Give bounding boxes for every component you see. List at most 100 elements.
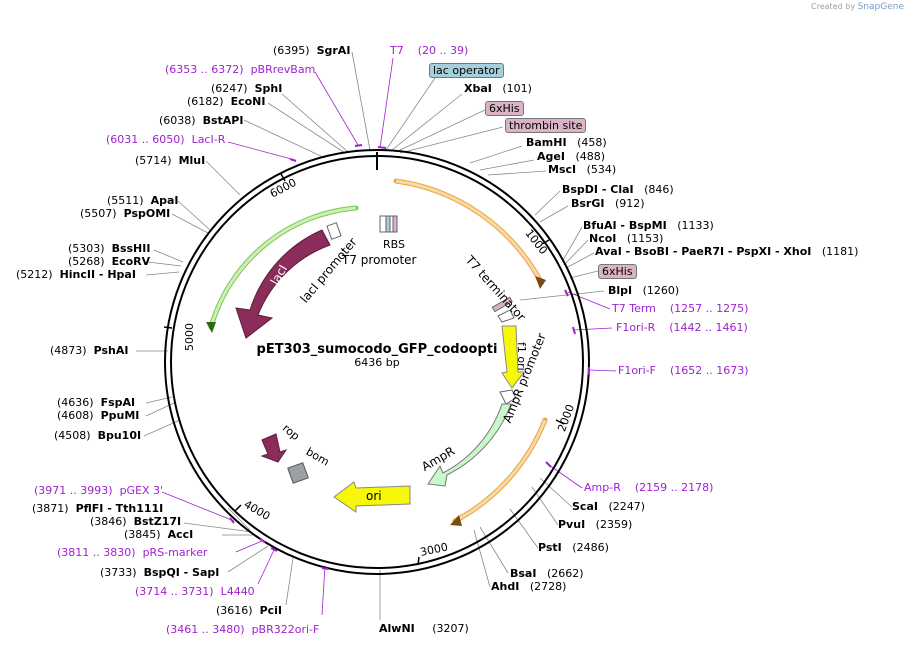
primer-range: (1257 .. 1275) xyxy=(669,302,749,315)
site-pos: (3845) xyxy=(124,528,161,541)
tick-3000 xyxy=(417,556,420,566)
leader-econi xyxy=(267,102,346,154)
leader-pcii xyxy=(285,557,294,606)
site-pos: (3207) xyxy=(432,622,469,635)
green-arc-laci-head xyxy=(206,322,216,333)
site-name: PflFI - Tth111I xyxy=(75,502,164,515)
site-xbai: XbaI (101) xyxy=(464,83,532,95)
primer-range: (2159 .. 2178) xyxy=(634,481,714,494)
site-msci: MscI (534) xyxy=(548,164,616,176)
primer-mark-t7term xyxy=(564,289,569,297)
site-psti: PstI (2486) xyxy=(538,542,609,554)
leader-t7term xyxy=(567,291,611,310)
site-name: SgrAI xyxy=(316,44,351,57)
site-bsai: BsaI (2662) xyxy=(510,568,584,580)
site-fspai: (4636) FspAI xyxy=(57,397,135,409)
leader-prs xyxy=(235,540,263,553)
primer-mark-pbr322 xyxy=(321,567,329,570)
site-bstz17i: (3846) BstZ17I xyxy=(90,516,181,528)
site-name: HincII - HpaI xyxy=(59,268,136,281)
green-arc-laci-inner xyxy=(209,206,357,328)
site-name: PstI xyxy=(538,541,562,554)
primer-range: (6031 .. 6050) xyxy=(106,133,185,146)
site-sphi: (6247) SphI xyxy=(211,83,282,95)
leader-sphi xyxy=(281,93,349,153)
site-pshai: (4873) PshAI xyxy=(50,345,128,357)
primer-amp-r: Amp-R (2159 .. 2178) xyxy=(584,482,713,494)
site-pos: (1181) xyxy=(821,245,859,258)
tick-6000 xyxy=(280,173,286,182)
leader-thrombin xyxy=(399,126,504,154)
primer-name: pBR322ori-F xyxy=(251,623,320,636)
rbs-label: RBS xyxy=(383,238,405,251)
primer-name: T7 xyxy=(390,44,404,57)
site-name: BspDI - ClaI xyxy=(562,183,634,196)
site-name: BlpI xyxy=(608,284,633,297)
orange-arc-top-inner xyxy=(395,179,543,283)
f1-ori-label: f1 ori xyxy=(515,342,528,371)
leader-pbrrevbam xyxy=(314,71,359,146)
leader-pgex xyxy=(161,491,235,522)
primer-l4440: (3714 .. 3731) L4440 xyxy=(135,586,255,598)
site-pspomi: (5507) PspOMI xyxy=(80,208,170,220)
site-sgrai: (6395) SgrAI xyxy=(273,45,350,57)
site-pos: (2247) xyxy=(608,500,646,513)
leader-pspomi xyxy=(171,213,209,234)
leader-bspdi xyxy=(534,190,561,216)
snapgene-credit: Created by SnapGene xyxy=(811,2,904,12)
leader-mlui xyxy=(205,160,241,196)
primer-laci-r: (6031 .. 6050) LacI-R xyxy=(106,134,225,146)
site-name: PpuMI xyxy=(100,409,140,422)
site-pos: (5511) xyxy=(107,194,144,207)
site-name: SphI xyxy=(254,82,283,95)
primer-name: F1ori-F xyxy=(618,364,656,377)
site-pos: (6395) xyxy=(273,44,310,57)
plasmid-size: 6436 bp xyxy=(354,356,399,369)
site-pvui: PvuI (2359) xyxy=(558,519,632,531)
primer-mark-prs xyxy=(259,538,266,543)
primer-range: (3971 .. 3993) xyxy=(34,484,113,497)
primer-mark-t7 xyxy=(377,146,387,149)
site-name: ApaI xyxy=(150,194,179,207)
leader-pflfi xyxy=(227,507,251,531)
site-name: AhdI xyxy=(491,580,520,593)
leader-bsai xyxy=(479,526,509,574)
primer-mark-l4440 xyxy=(270,547,278,552)
primer-f1ori-f: F1ori-F (1652 .. 1673) xyxy=(618,365,749,377)
leader-f1ori-f xyxy=(588,369,617,372)
primer-prs-marker: (3811 .. 3830) pRS-marker xyxy=(57,547,207,559)
site-pos: (3846) xyxy=(90,515,127,528)
tick-2000 xyxy=(555,419,565,425)
tick-label-5000: 5000 xyxy=(183,323,196,351)
bom-block xyxy=(287,462,309,484)
site-pos: (846) xyxy=(644,183,674,196)
tick-label-4000: 4000 xyxy=(242,498,273,523)
primer-range: (3714 .. 3731) xyxy=(135,585,214,598)
site-name: PshAI xyxy=(93,344,129,357)
backbone-outer xyxy=(164,149,590,575)
primer-name: pRS-marker xyxy=(142,546,208,559)
leader-lines xyxy=(136,51,617,620)
site-ecorv: (5268) EcoRV xyxy=(68,256,150,268)
site-bspdi-clai: BspDI - ClaI (846) xyxy=(562,184,674,196)
site-avai-xhoi: AvaI - BsoBI - PaeR7I - PspXI - XhoI (11… xyxy=(595,246,858,258)
tick-label-2000: 2000 xyxy=(555,403,577,434)
site-pos: (3871) xyxy=(32,502,69,515)
site-econi: (6182) EcoNI xyxy=(187,96,265,108)
leader-agei xyxy=(479,159,535,171)
leader-6xhis2 xyxy=(569,270,599,279)
site-name: Bpu10I xyxy=(97,429,142,442)
site-name: BstAPI xyxy=(202,114,244,127)
rop-arrow xyxy=(260,433,288,463)
site-pos: (2486) xyxy=(572,541,609,554)
leader-xbai xyxy=(391,93,463,151)
primer-name: pGEX 3' xyxy=(119,484,164,497)
feature-6xhis-2: 6xHis xyxy=(598,264,637,279)
site-hincii-hpai: (5212) HincII - HpaI xyxy=(16,269,136,281)
leader-t7 xyxy=(379,57,394,149)
leader-blpi xyxy=(519,290,605,301)
primer-name: Amp-R xyxy=(584,481,621,494)
primer-marks xyxy=(229,144,590,570)
site-pos: (488) xyxy=(575,150,606,163)
t7-promoter-label: T7 promoter xyxy=(341,253,417,267)
